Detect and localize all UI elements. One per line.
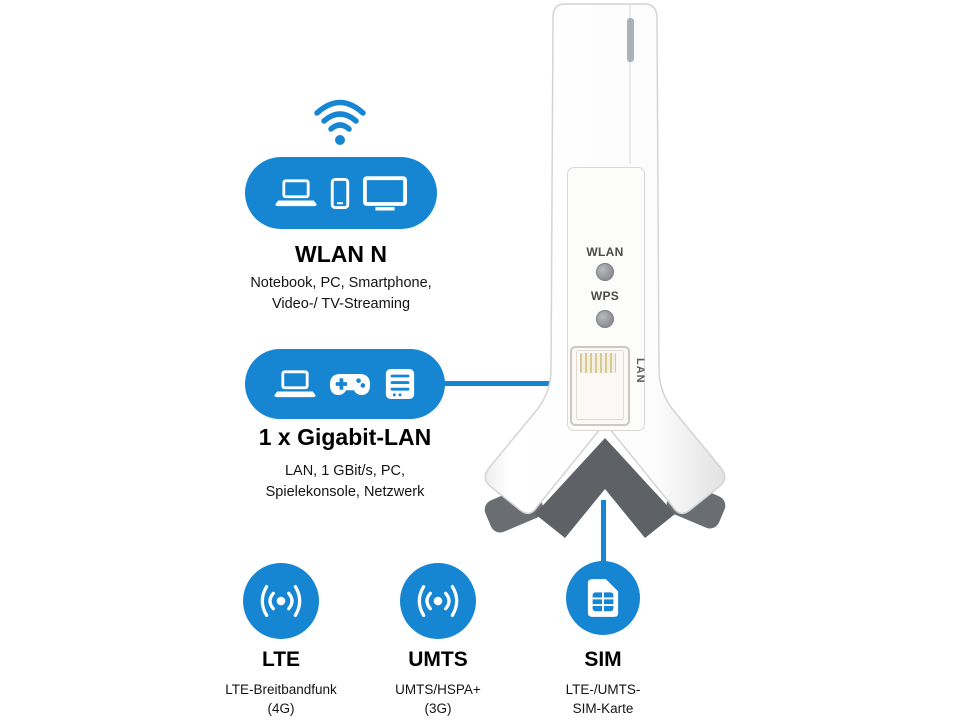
gamepad-icon (329, 373, 371, 395)
sim-description: LTE-/UMTS- SIM-Karte (528, 680, 678, 718)
wlan-button-label: WLAN (586, 245, 624, 259)
wlan-title: WLAN N (295, 241, 387, 267)
lan-port-label: LAN (634, 358, 646, 384)
wlan-description-line2: Video-/ TV-Streaming (271, 296, 411, 313)
lte-description: LTE-Breitbandfunk (4G) (206, 680, 356, 718)
lan-devices-badge (245, 349, 445, 419)
lte-title: LTE (261, 648, 301, 671)
wps-button-label: WPS (590, 289, 620, 303)
wlan-button (596, 263, 614, 281)
lan-port (570, 346, 630, 426)
lan-port-pins (580, 353, 616, 373)
radio-waves-icon (417, 584, 459, 618)
sim-description-line2: SIM-Karte (572, 701, 634, 717)
umts-description-line1: UMTS/HSPA+ (395, 682, 481, 697)
lte-description-line1: LTE-Breitbandfunk (225, 682, 337, 697)
brand-mark (627, 18, 634, 62)
wlan-devices-badge (245, 157, 437, 229)
tv-icon (363, 175, 407, 210)
gigabit-lan-description-line2: Spielekonsole, Netzwerk (265, 484, 425, 501)
sim-description-line1: LTE-/UMTS- (565, 682, 641, 697)
umts-description: UMTS/HSPA+ (3G) (363, 680, 513, 718)
umts-badge (400, 563, 476, 639)
smartphone-icon (330, 177, 350, 209)
gigabit-lan-description-line1: LAN, 1 GBit/s, PC, (284, 463, 406, 479)
wps-button (596, 310, 614, 328)
sim-card-icon (587, 579, 619, 617)
lan-port-slot (576, 350, 624, 420)
wlan-description-line1: Notebook, PC, Smartphone, (250, 275, 432, 291)
gigabit-lan-description: LAN, 1 GBit/s, PC, Spielekonsole, Netzwe… (215, 461, 475, 503)
gigabit-lan-title: 1 x Gigabit-LAN (258, 424, 432, 450)
umts-title: UMTS (408, 648, 468, 671)
lte-badge (243, 563, 319, 639)
umts-description-line2: (3G) (424, 701, 452, 717)
wlan-description: Notebook, PC, Smartphone, Video-/ TV-Str… (211, 273, 471, 315)
lan-connector-line (443, 381, 555, 386)
network-storage-icon (385, 368, 415, 400)
laptop-icon (274, 370, 316, 398)
lte-description-line2: (4G) (267, 701, 295, 717)
device-stand (535, 438, 675, 538)
sim-connector-line (601, 500, 606, 562)
wifi-icon (314, 99, 366, 145)
radio-waves-icon (260, 584, 302, 618)
sim-title: SIM (584, 648, 622, 671)
laptop-icon (275, 179, 317, 207)
sim-badge (566, 561, 640, 635)
